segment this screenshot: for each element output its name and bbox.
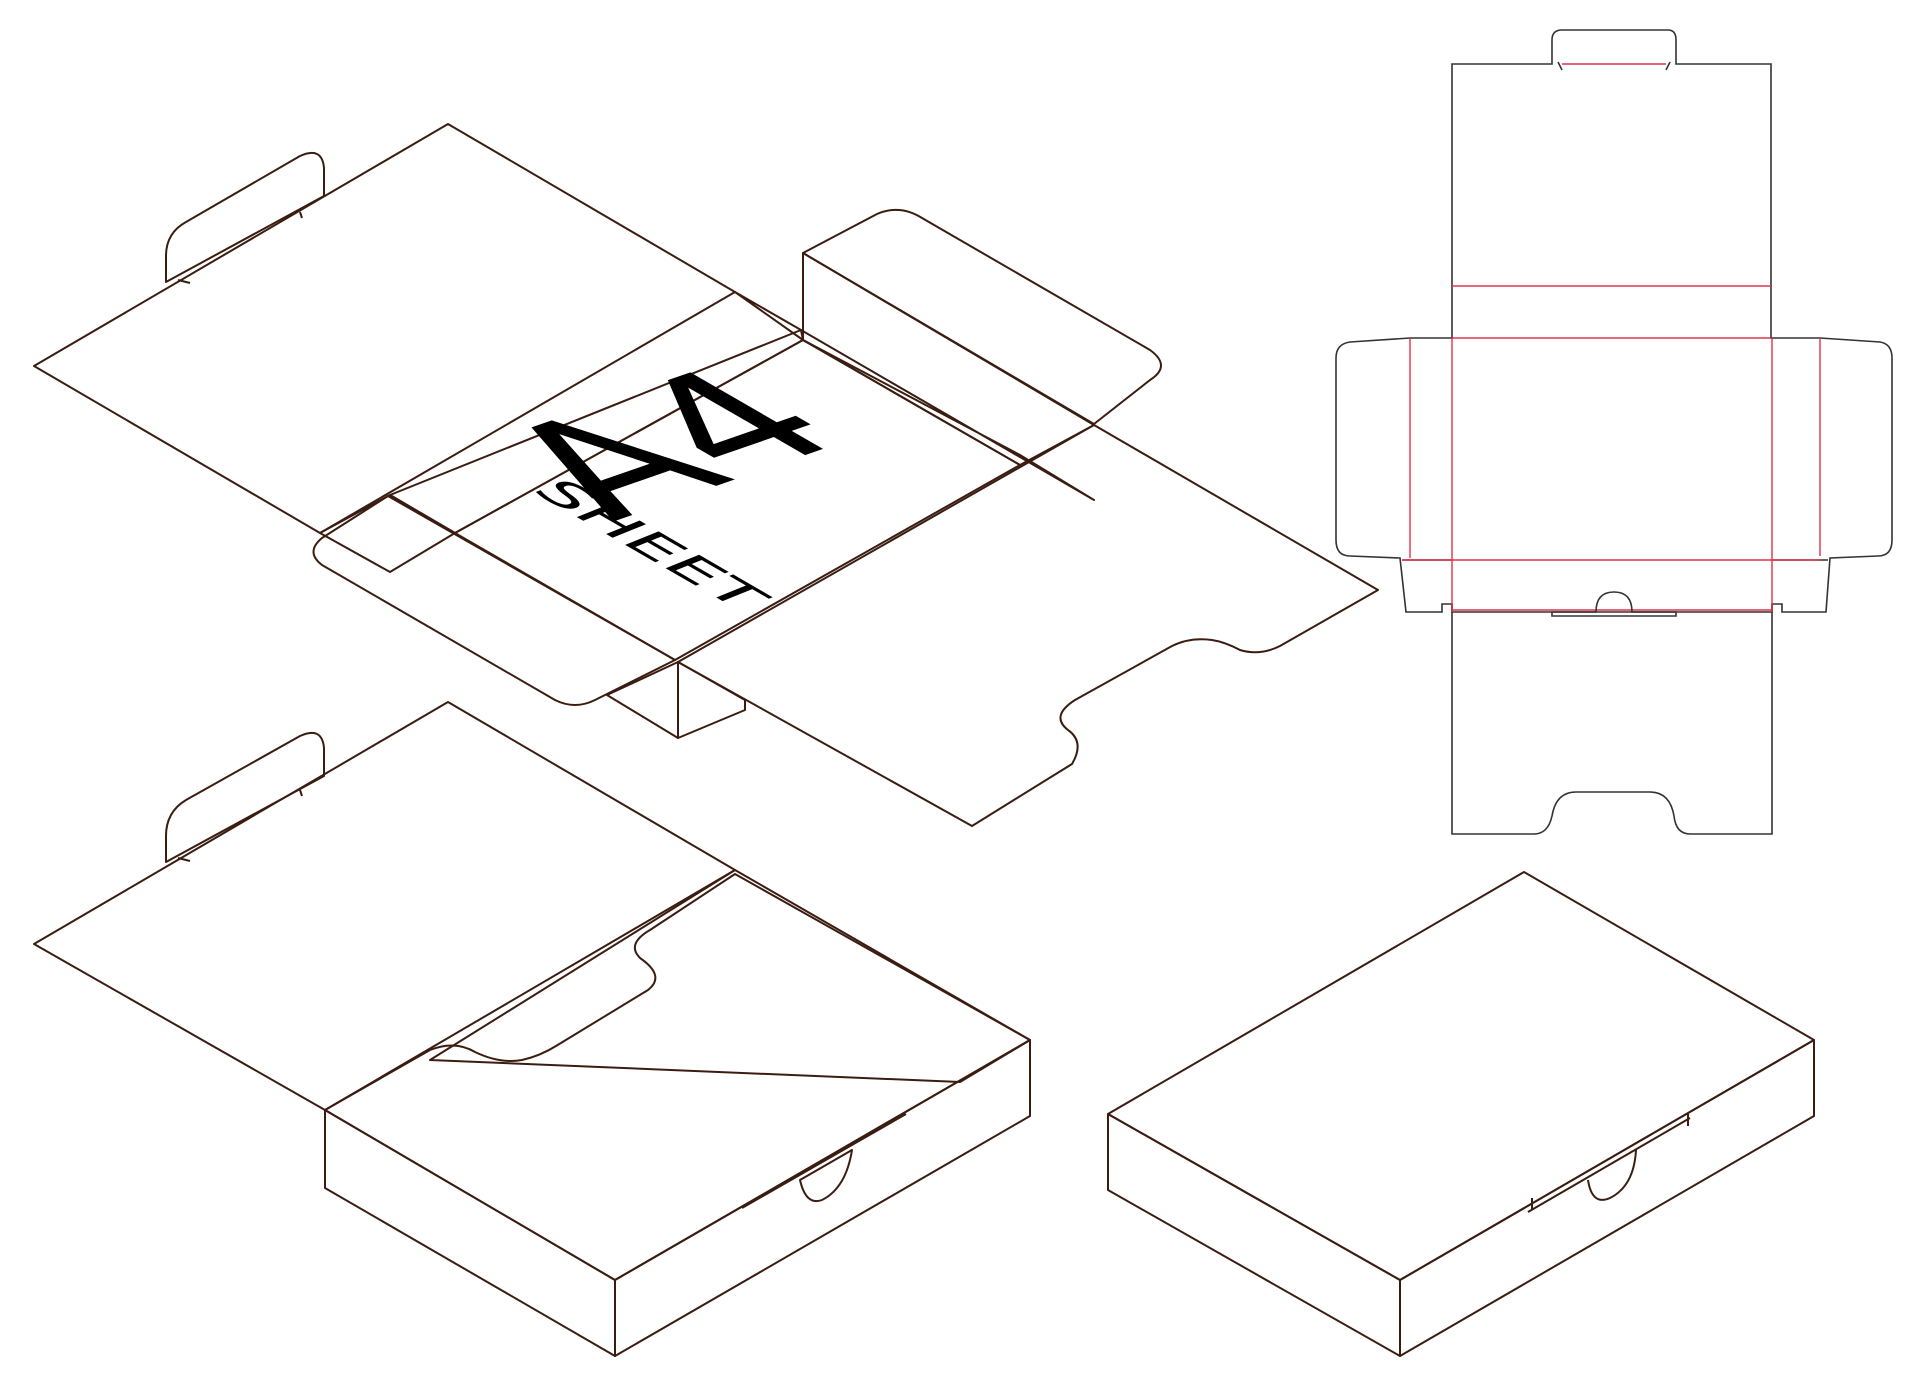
- lid-slot-mark: [177, 211, 303, 284]
- back-dust-flap: [165, 152, 325, 283]
- dieline-cut-outline: [1335, 29, 1893, 835]
- closed-box-top: [1107, 871, 1815, 1281]
- dieline-cut-inner: [1402, 61, 1828, 613]
- box-side-right: [614, 1039, 1031, 1357]
- half-closed-box: [33, 701, 1031, 1357]
- tray-inner-left-wall: [319, 494, 456, 573]
- front-lid-panel: [677, 424, 1379, 827]
- lid-slot-mark-2: [177, 789, 303, 862]
- open-lid-panel: [33, 701, 736, 1111]
- tray-back-wall-2: [429, 869, 1031, 1083]
- closed-box-side-right: [1399, 1039, 1815, 1357]
- closed-box: [1107, 871, 1815, 1357]
- dieline-thumb-tab: [1551, 591, 1677, 617]
- flat-dieline-template: [1335, 29, 1893, 835]
- a4-label: A4: [443, 341, 895, 547]
- tray-front-corner-right: [677, 661, 746, 739]
- box-side-left: [324, 1109, 616, 1357]
- right-end-flap-fold: [802, 252, 1095, 466]
- open-box-with-a4-sheet: A4 SHEET: [33, 123, 1379, 827]
- tray-front-corner: [606, 661, 679, 739]
- back-dust-flap-2: [165, 732, 325, 863]
- closed-front-lid: [324, 873, 1031, 1281]
- closed-box-tuck-line: [1527, 1114, 1691, 1213]
- closed-box-thumb-notch: [1587, 1149, 1637, 1201]
- closed-box-side-left: [1107, 1113, 1401, 1357]
- thumb-notch: [799, 1149, 853, 1202]
- dieline-crease-lines: [1402, 63, 1821, 612]
- tuck-slot-line: [741, 1113, 907, 1209]
- tray-inner-back-wall: [734, 291, 1095, 501]
- right-end-flap: [802, 208, 1162, 426]
- front-dust-flap: [312, 495, 676, 706]
